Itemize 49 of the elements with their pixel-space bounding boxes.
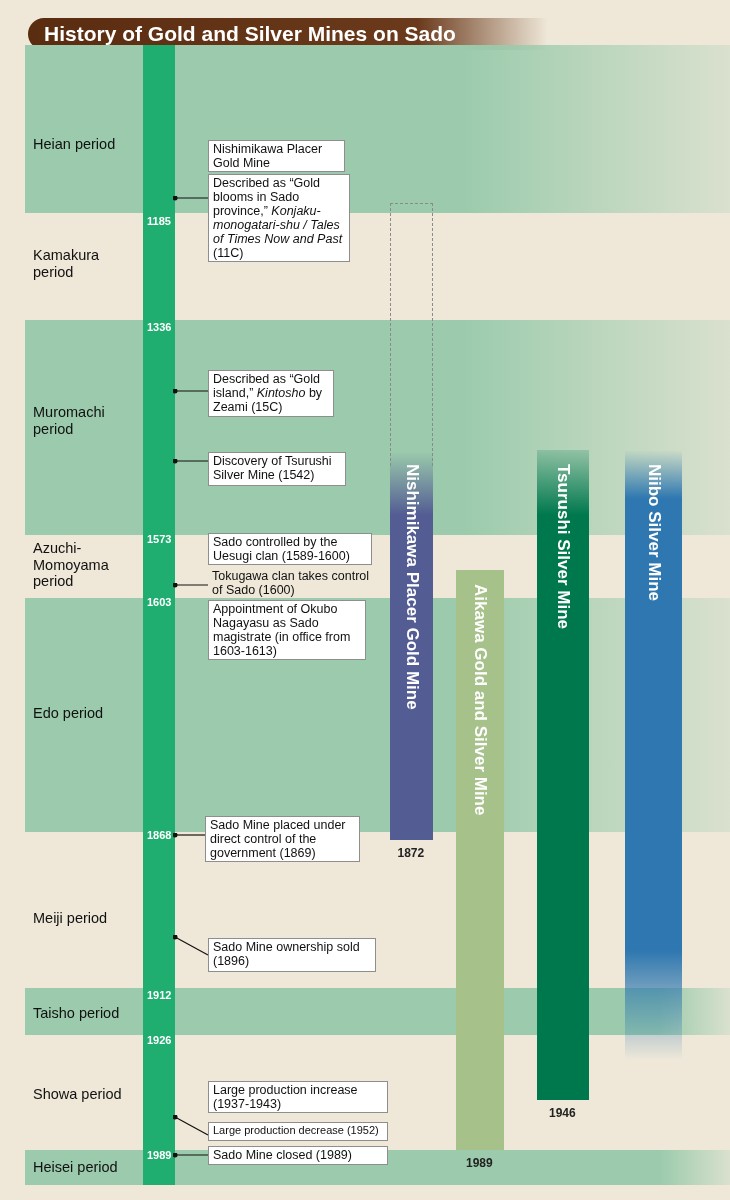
leader-line bbox=[172, 934, 209, 956]
year-label: 1573 bbox=[147, 533, 172, 545]
leader-line bbox=[172, 582, 209, 588]
event-note: Nishimikawa Placer Gold Mine bbox=[208, 140, 345, 172]
leader-line bbox=[172, 832, 206, 838]
mine-name: Tsurushi Silver Mine bbox=[553, 464, 573, 629]
event-note: Described as “Gold island,” Kintosho by Zeami (15C) bbox=[208, 370, 334, 417]
period-name: Muromachi period bbox=[33, 404, 106, 438]
mine-name: Niibo Silver Mine bbox=[643, 464, 664, 601]
year-label: 1603 bbox=[147, 596, 172, 608]
event-note: Sado Mine placed under direct control of the government (1869) bbox=[205, 816, 360, 862]
period-name: Showa period bbox=[33, 1086, 123, 1103]
event-note: Large production decrease (1952) bbox=[208, 1122, 388, 1141]
year-label: 1912 bbox=[147, 989, 172, 1001]
end-year: 1989 bbox=[466, 1156, 493, 1170]
year-label: 1336 bbox=[147, 321, 172, 333]
year-label: 1989 bbox=[147, 1149, 172, 1161]
period-name: Heisei period bbox=[33, 1159, 119, 1176]
period-name: Heian period bbox=[33, 136, 117, 153]
mine-name: Nishimikawa Placer Gold Mine bbox=[401, 464, 422, 710]
year-label: 1868 bbox=[147, 829, 172, 841]
mine-bar bbox=[390, 203, 433, 840]
end-year: 1946 bbox=[549, 1106, 576, 1120]
leader-line bbox=[172, 1114, 209, 1136]
end-year: 1872 bbox=[397, 846, 425, 860]
period-name: Azuchi-Momoyama period bbox=[33, 540, 110, 590]
year-label: 1185 bbox=[147, 215, 171, 227]
leader-line bbox=[172, 195, 209, 201]
event-note: Described as “Gold blooms in Sado province,” Konjaku-monogatari-shu / Tales of Times Now and Past (11C) bbox=[208, 174, 350, 262]
event-note: Sado controlled by the Uesugi clan (1589-1600) bbox=[208, 533, 372, 565]
event-note: Tokugawa clan takes control of Sado (1600) bbox=[208, 568, 376, 598]
event-note: Sado Mine closed (1989) bbox=[208, 1146, 388, 1165]
event-note: Discovery of Tsurushi Silver Mine (1542) bbox=[208, 452, 346, 486]
mine-name: Aikawa Gold and Silver Mine bbox=[470, 584, 490, 816]
mine-bar bbox=[537, 450, 589, 1100]
event-note: Sado Mine ownership sold (1896) bbox=[208, 938, 376, 972]
leader-line bbox=[172, 388, 209, 394]
mine-bar bbox=[625, 450, 682, 1060]
timeline-bar bbox=[143, 45, 175, 1185]
year-label: 1926 bbox=[147, 1034, 172, 1046]
mine-bar bbox=[456, 570, 504, 1150]
leader-line bbox=[172, 458, 209, 464]
event-note: Appointment of Okubo Nagayasu as Sado magistrate (in office from 1603-1613) bbox=[208, 600, 366, 660]
period-name: Kamakura period bbox=[33, 247, 101, 281]
event-note: Large production increase (1937-1943) bbox=[208, 1081, 388, 1113]
period-name: Edo period bbox=[33, 705, 105, 722]
period-name: Meiji period bbox=[33, 910, 109, 927]
leader-line bbox=[172, 1152, 209, 1158]
period-name: Taisho period bbox=[33, 1005, 121, 1022]
